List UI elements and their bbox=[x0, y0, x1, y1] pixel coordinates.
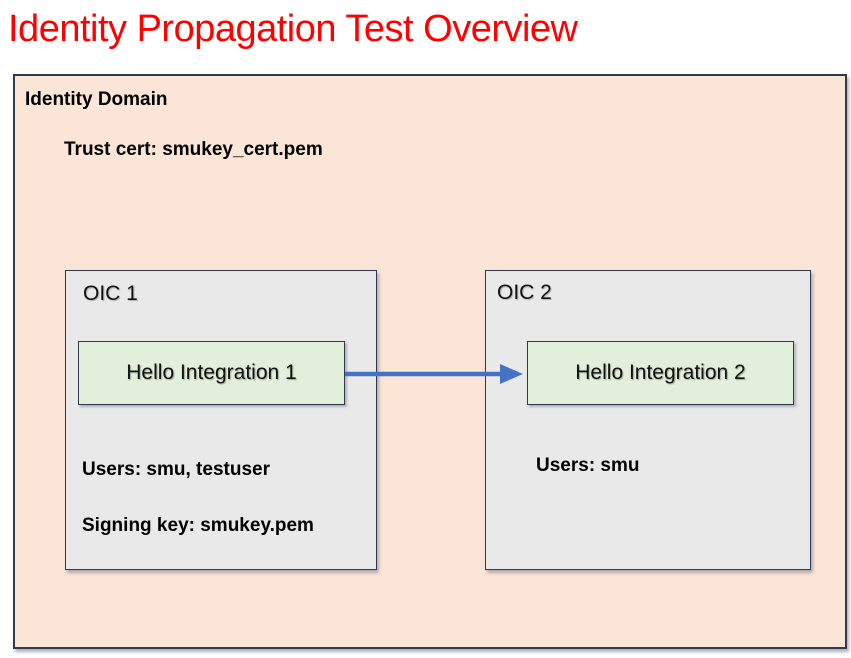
oic1-box: OIC 1 Hello Integration 1 Users: smu, te… bbox=[65, 270, 377, 570]
oic2-label: OIC 2 bbox=[497, 281, 552, 304]
oic1-signing-key-text: Signing key: smukey.pem bbox=[82, 515, 314, 536]
propagation-arrow-head bbox=[500, 364, 523, 384]
integration2-label: Hello Integration 2 bbox=[575, 361, 746, 384]
propagation-arrow bbox=[345, 364, 523, 384]
identity-domain-label: Identity Domain bbox=[25, 89, 168, 110]
oic1-users-text: Users: smu, testuser bbox=[82, 459, 270, 480]
oic2-users-text: Users: smu bbox=[536, 455, 640, 476]
identity-domain-box: Identity Domain Trust cert: smukey_cert.… bbox=[13, 74, 847, 649]
trust-cert-text: Trust cert: smukey_cert.pem bbox=[64, 139, 323, 160]
integration1-label: Hello Integration 1 bbox=[126, 361, 297, 384]
oic1-label: OIC 1 bbox=[83, 282, 138, 305]
integration2-box: Hello Integration 2 bbox=[527, 341, 794, 405]
oic2-box: OIC 2 Hello Integration 2 Users: smu bbox=[485, 270, 811, 570]
page-title: Identity Propagation Test Overview bbox=[8, 8, 578, 50]
integration1-box: Hello Integration 1 bbox=[78, 341, 345, 405]
